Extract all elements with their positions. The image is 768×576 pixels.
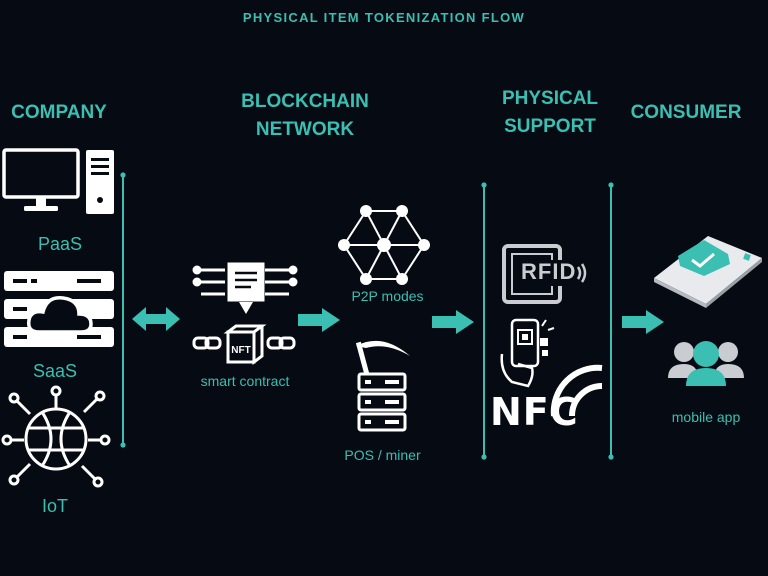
- consumer-heading: CONSUMER: [630, 102, 742, 123]
- svg-text:NFT: NFT: [231, 345, 250, 356]
- arrow-right-icon-3: [622, 310, 664, 334]
- smart-contract-icon: [192, 262, 298, 314]
- p2p-network-icon: [338, 205, 430, 285]
- divider-blockchain: [481, 182, 487, 460]
- nfc-waves-icon: [550, 364, 603, 417]
- server-stack-icon: [357, 372, 407, 432]
- saas-label: SaaS: [32, 361, 78, 381]
- users-icon: [668, 341, 744, 386]
- rfid-tag-icon: [502, 244, 587, 304]
- desktop-computer-icon: [2, 148, 114, 214]
- smart-contract-label: smart contract: [200, 373, 290, 389]
- iot-label: IoT: [41, 496, 68, 516]
- physical-heading-line1: PHYSICAL: [501, 88, 599, 109]
- p2p-label: P2P modes: [351, 288, 424, 304]
- iot-network-icon: [1, 385, 111, 488]
- blockchain-heading-line1: BLOCKCHAIN: [241, 91, 369, 112]
- rfid-label: RFID: [521, 259, 577, 284]
- physical-heading: PHYSICAL SUPPORT: [480, 85, 620, 141]
- arrow-right-icon-2: [432, 310, 474, 334]
- nft-cube-icon: NFT: [192, 324, 296, 365]
- arrow-right-icon: [298, 308, 340, 332]
- company-heading: COMPANY: [11, 102, 107, 123]
- mobile-app-label: mobile app: [671, 409, 741, 425]
- paas-label: PaaS: [37, 234, 83, 254]
- double-arrow-icon: [132, 307, 180, 331]
- mobile-app-icon: [654, 236, 762, 308]
- physical-heading-line2: SUPPORT: [504, 116, 596, 137]
- divider-company: [120, 172, 126, 448]
- diagram-title: PHYSICAL ITEM TOKENIZATION FLOW: [242, 10, 526, 25]
- nfc-label: NFC: [490, 390, 579, 434]
- blockchain-heading-line2: NETWORK: [255, 119, 355, 140]
- pickaxe-icon: [355, 340, 410, 374]
- pos-miner-label: POS / miner: [344, 447, 421, 463]
- phone-scan-icon: [500, 318, 555, 388]
- divider-physical: [608, 182, 614, 460]
- blockchain-heading: BLOCKCHAIN NETWORK: [220, 88, 390, 144]
- server-cloud-icon: [4, 271, 114, 347]
